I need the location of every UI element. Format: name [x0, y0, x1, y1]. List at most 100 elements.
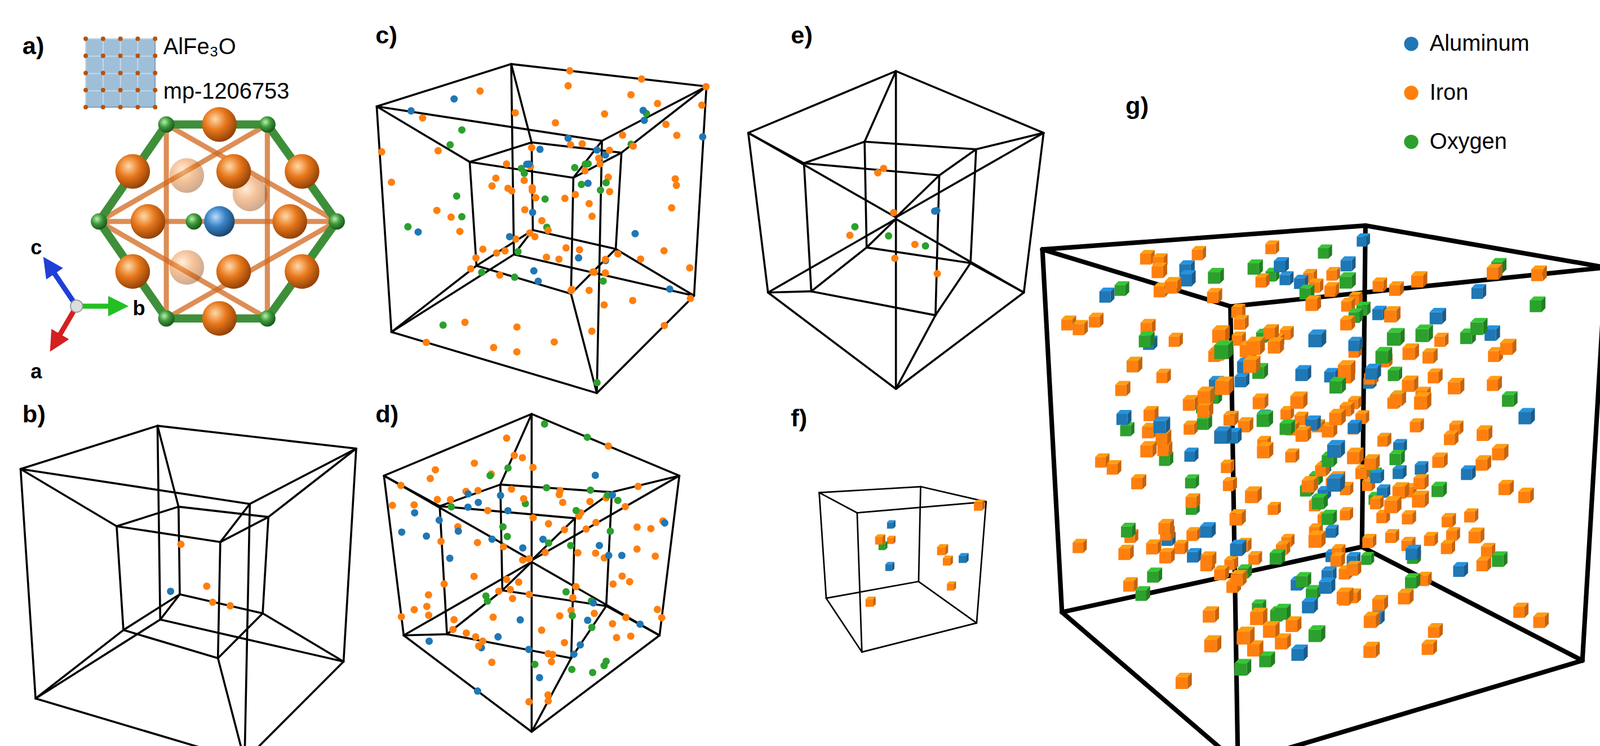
atom-box — [1120, 522, 1136, 538]
box-side — [1428, 571, 1433, 586]
box-side — [1196, 526, 1200, 542]
atom-dot — [621, 502, 629, 511]
atom-dot — [595, 154, 603, 162]
box-side — [1083, 538, 1088, 553]
box-front — [1274, 637, 1287, 650]
box-side — [1244, 315, 1249, 330]
box-front — [1164, 281, 1178, 294]
box-side — [1376, 363, 1381, 380]
box-front — [1158, 522, 1170, 534]
box-front — [1491, 448, 1505, 461]
box-front — [1531, 269, 1544, 282]
atom-dot — [566, 67, 574, 75]
box-front — [1295, 369, 1307, 381]
outer-cube-edge — [748, 133, 897, 218]
box-side — [1275, 240, 1279, 255]
box-front — [942, 557, 951, 566]
atom-box — [1312, 493, 1328, 509]
atom-box — [1173, 539, 1189, 554]
atom-dot — [507, 485, 516, 493]
atom-dot — [447, 213, 455, 221]
box-side — [1442, 481, 1447, 497]
atom-dot — [502, 434, 511, 442]
atom-box — [946, 581, 956, 591]
atom-dot — [528, 143, 536, 152]
outer-cube-edge — [511, 64, 707, 87]
atom-box — [1428, 622, 1443, 638]
atom-dot — [591, 548, 600, 557]
atom-dot — [631, 229, 639, 238]
box-front — [1230, 573, 1243, 586]
box-side — [1331, 577, 1336, 594]
box-side — [1202, 245, 1207, 260]
atom-dot — [591, 471, 600, 479]
box-front — [1140, 445, 1152, 458]
atom-dot — [544, 538, 553, 547]
connecting-edge — [403, 634, 447, 636]
box-front — [1370, 498, 1381, 509]
box-front — [1411, 494, 1425, 508]
atom-box — [1285, 615, 1302, 632]
atom-dot — [561, 194, 569, 202]
box-side — [953, 581, 956, 591]
oxygen-atom — [259, 116, 276, 133]
atom-box — [1337, 360, 1356, 378]
atom-box — [1410, 418, 1425, 433]
box-side — [1409, 588, 1414, 605]
box-side — [1131, 522, 1136, 538]
box-side — [1259, 259, 1263, 275]
panel-label: c) — [375, 21, 398, 50]
atom-dot — [560, 525, 569, 534]
atom-dot — [426, 474, 434, 482]
atom-dot — [874, 169, 882, 177]
box-side — [1509, 479, 1514, 495]
atom-box — [1390, 389, 1407, 406]
atom-dot — [508, 187, 516, 195]
box-side — [1426, 392, 1432, 410]
box-front — [1138, 335, 1151, 348]
atom-box — [1200, 551, 1217, 567]
connecting-edge — [218, 657, 245, 746]
outer-cube-edge — [35, 619, 161, 699]
atom-box — [1468, 526, 1485, 543]
atom-dot — [494, 632, 502, 641]
box-side — [1335, 524, 1339, 538]
atom-box — [1248, 550, 1262, 565]
atom-box — [1491, 443, 1509, 460]
box-side — [1464, 561, 1469, 577]
atom-dot — [555, 490, 564, 499]
box-front — [1175, 676, 1188, 689]
box-front — [1185, 496, 1196, 508]
thumbnail-atom — [83, 53, 88, 59]
box-side — [1350, 360, 1356, 378]
box-front — [1213, 568, 1226, 580]
atom-dot — [651, 552, 659, 560]
box-side — [945, 543, 948, 556]
box-side — [1541, 296, 1546, 313]
atom-dot — [434, 147, 442, 155]
atom-dot — [446, 495, 455, 504]
box-front — [1363, 645, 1376, 658]
box-front — [1143, 409, 1155, 421]
box-front — [1401, 379, 1415, 392]
box-front — [1214, 344, 1229, 359]
box-side — [1099, 312, 1104, 328]
cell-edge — [819, 486, 921, 493]
atom-dot — [410, 508, 419, 517]
box-side — [1264, 393, 1269, 410]
atom-dot — [518, 453, 526, 462]
box-front — [1072, 324, 1084, 336]
box-side — [1386, 484, 1391, 498]
box-side — [1234, 410, 1239, 426]
panel-label: g) — [1125, 92, 1149, 120]
atom-dot — [424, 590, 433, 598]
cell-edge — [826, 581, 919, 598]
atom-dot — [489, 613, 498, 621]
atom-dot — [166, 587, 175, 595]
box-front — [1159, 551, 1171, 564]
box-side — [1225, 325, 1230, 343]
atom-dot — [571, 191, 579, 199]
box-side — [1459, 420, 1464, 435]
thumbnail-atom — [152, 104, 158, 110]
cell-edge — [1230, 306, 1238, 746]
